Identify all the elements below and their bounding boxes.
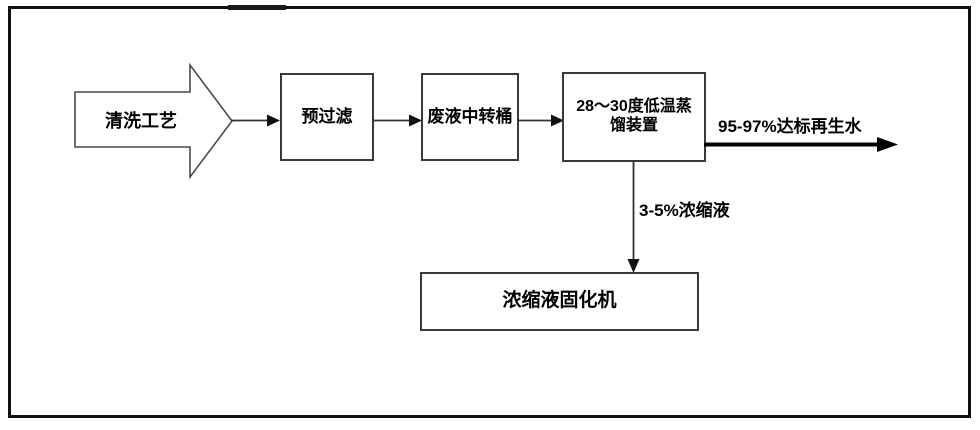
process-box-low-temp-distiller-label: 28～30度低温蒸馏装置 — [576, 98, 692, 134]
output-arrow-reclaimed-water — [703, 135, 899, 154]
edge-label-concentrate: 3-5%浓缩液 — [639, 201, 730, 220]
process-box-concentrate-solidifier[interactable]: 浓缩液固化机 — [420, 272, 699, 331]
frame-top-accent — [228, 5, 286, 10]
process-box-prefilter-label: 预过滤 — [301, 106, 353, 126]
edge-label-reclaimed-water: 95-97%达标再生水 — [718, 117, 862, 136]
process-box-transfer-barrel[interactable]: 废液中转桶 — [421, 73, 519, 161]
process-box-prefilter[interactable]: 预过滤 — [280, 73, 374, 161]
connector-source-to-prefilter — [231, 112, 281, 129]
process-box-low-temp-distiller[interactable]: 28～30度低温蒸馏装置 — [562, 72, 706, 162]
connector-prefilter-to-transfer — [372, 112, 423, 129]
source-label: 清洗工艺 — [105, 111, 177, 131]
connector-transfer-to-distill — [517, 112, 565, 129]
connector-distill-to-solidifier — [625, 161, 642, 274]
process-box-transfer-barrel-label: 废液中转桶 — [427, 106, 513, 126]
source-block-arrow — [74, 62, 234, 180]
process-box-concentrate-solidifier-label: 浓缩液固化机 — [502, 290, 617, 312]
